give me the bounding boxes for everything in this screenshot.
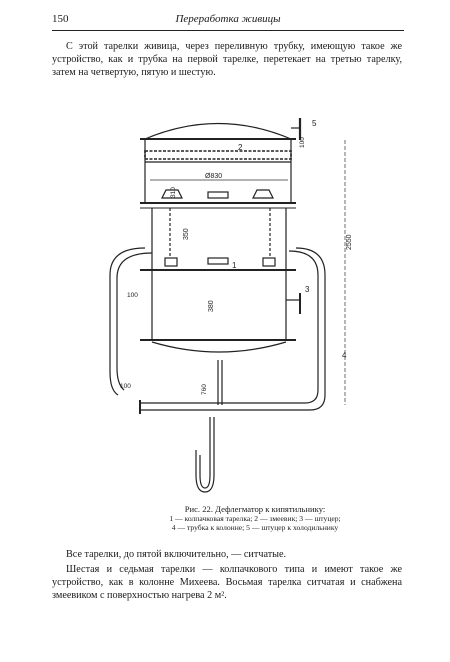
callout-5: 5 (312, 119, 317, 128)
apparatus-drawing (109, 118, 326, 493)
deflegmator-figure: 5 2 1 3 4 Ø830 310 350 380 2550 100 100 … (109, 118, 353, 493)
bubble-cap (161, 189, 183, 199)
dim-drain: 760 (201, 384, 208, 395)
left-pipe (109, 247, 146, 396)
dim-total-height: 2550 (346, 234, 353, 250)
page-header: 150 Переработка живицы (52, 12, 404, 31)
dim-outlet: 100 (299, 137, 306, 148)
page-number: 150 (52, 13, 69, 25)
top-dome (144, 122, 292, 140)
dim-pipe-lower: 100 (120, 383, 131, 390)
callout-3: 3 (305, 285, 310, 294)
callout-4: 4 (342, 351, 347, 360)
intro-paragraph: С этой тарелки живица, через переливную … (52, 41, 402, 78)
return-pipe (140, 247, 326, 411)
figure-caption: Рис. 22. Дефлегматор к кипятильнику: 1 —… (130, 504, 380, 533)
dim-low-height: 380 (208, 300, 215, 312)
caption-title: Рис. 22. Дефлегматор к кипятильнику: (184, 504, 326, 514)
dim-diameter: Ø830 (205, 173, 222, 180)
final-paragraph: Шестая и седьмая тарелки — колпачкового … (52, 564, 402, 601)
caption-legend-1: 1 — колпачковая тарелка; 2 — змеевик; 3 … (169, 514, 341, 523)
caption-legend-2: 4 — трубка к колонне; 5 — штуцер к холод… (171, 523, 339, 532)
callout-1: 1 (232, 261, 237, 270)
running-title: Переработка живицы (175, 13, 281, 25)
coil-band (144, 150, 292, 160)
plates-paragraph: Все тарелки, до пятой включительно, — си… (66, 549, 287, 560)
callout-2: 2 (238, 143, 243, 152)
dim-top-height: 310 (170, 187, 177, 198)
bubble-cap (252, 189, 274, 199)
dim-mid-height: 350 (183, 228, 190, 240)
bottom-dome (151, 341, 287, 353)
dim-pipe-upper: 100 (127, 292, 138, 299)
